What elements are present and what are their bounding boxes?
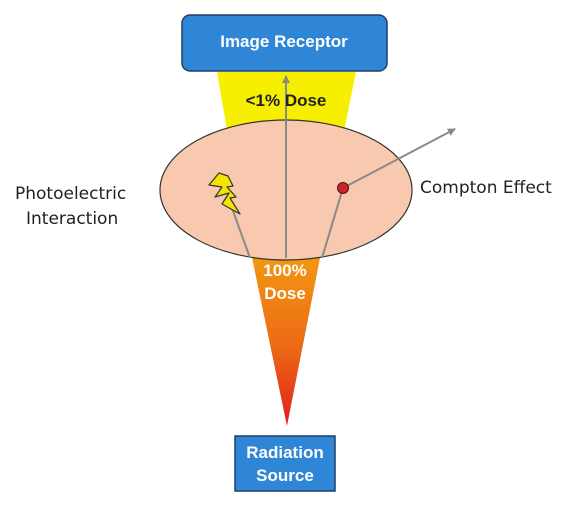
image-receptor-box: [181, 14, 388, 72]
radiation-source-box: [234, 435, 336, 492]
radiation-source-label-line2: Source: [256, 466, 314, 485]
entrance-dose-label-line1: 100%: [263, 261, 306, 280]
compton-effect-label: Compton Effect: [420, 178, 552, 198]
photoelectric-label-line1: Photoelectric: [15, 184, 126, 204]
image-receptor-label: Image Receptor: [220, 32, 348, 51]
entrance-dose-label-line2: Dose: [264, 284, 306, 303]
radiation-source-label-line1: Radiation: [246, 443, 323, 462]
compton-interaction-dot: [337, 182, 349, 194]
exit-dose-label: <1% Dose: [246, 91, 327, 110]
primary-beam-cone: [250, 248, 322, 426]
photoelectric-ray: [231, 207, 251, 259]
photoelectric-label-line2: Interaction: [26, 209, 118, 229]
lightning-icon: [208, 172, 241, 215]
